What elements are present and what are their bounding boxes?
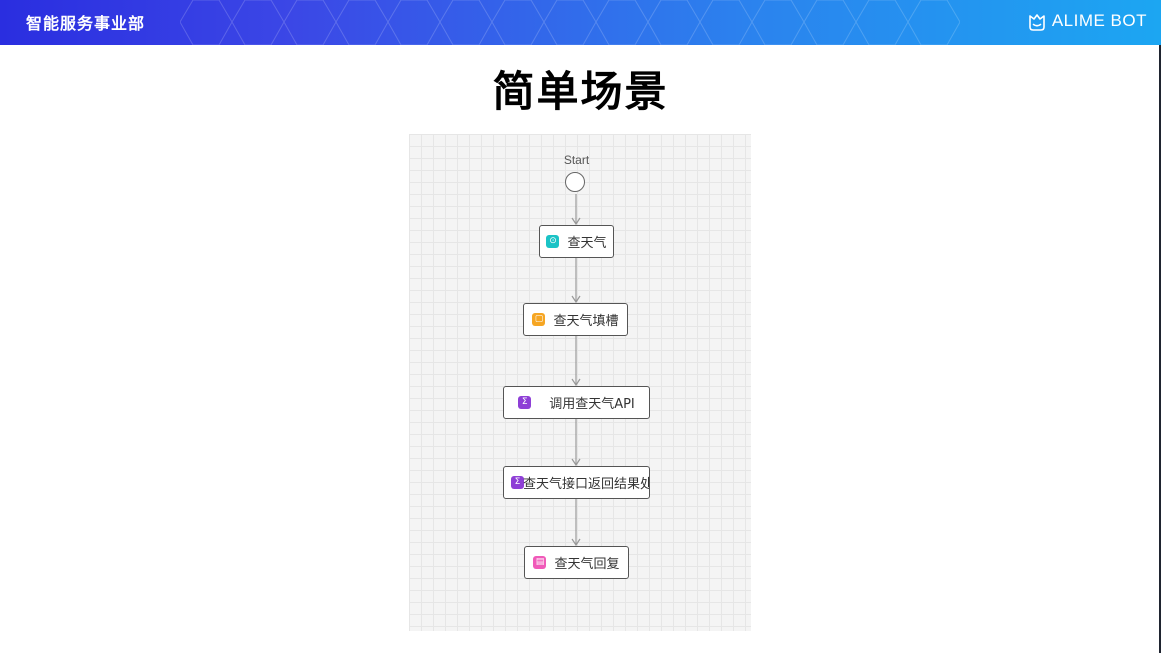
node-label: 查天气回复 xyxy=(554,557,620,572)
start-label: Start xyxy=(563,153,590,167)
brand-name: ALIME BOT xyxy=(1051,11,1147,30)
page-title: 简单场景 xyxy=(492,67,669,116)
department-label: 智能服务事业部 xyxy=(26,14,146,33)
brand-logo: ALIME BOT xyxy=(1026,10,1147,32)
hexagon-pattern xyxy=(180,0,960,45)
slot-filling-icon: ▢ xyxy=(532,313,546,326)
flow-edges xyxy=(571,194,581,547)
flow-node-call-api[interactable]: Σ 调用查天气API xyxy=(503,386,650,419)
function-icon: Σ xyxy=(511,476,524,489)
function-icon: Σ xyxy=(518,396,532,409)
start-node[interactable] xyxy=(565,172,585,192)
flow-node-process-result[interactable]: Σ 查天气接口返回结果处... xyxy=(503,466,650,499)
node-label: 查天气 xyxy=(567,236,607,251)
alime-robot-logo-icon xyxy=(1029,14,1045,31)
flow-node-query-weather[interactable]: ⊙ 查天气 xyxy=(539,225,614,258)
reply-icon: ▤ xyxy=(533,556,547,569)
trigger-icon: ⊙ xyxy=(546,235,560,248)
right-edge-border xyxy=(1159,45,1161,653)
flow-node-slot-filling[interactable]: ▢ 查天气填槽 xyxy=(523,303,628,336)
flow-canvas[interactable]: Start ⊙ 查天气 ▢ 查天气填槽 Σ 调用查天气API Σ 查天气接口返回… xyxy=(409,134,751,631)
flow-node-reply[interactable]: ▤ 查天气回复 xyxy=(524,546,629,579)
header-bar: 智能服务事业部 ALIME BOT xyxy=(0,0,1161,45)
node-label: 调用查天气API xyxy=(549,397,635,412)
node-label: 查天气填槽 xyxy=(553,314,619,329)
node-label: 查天气接口返回结果处... xyxy=(523,477,649,492)
